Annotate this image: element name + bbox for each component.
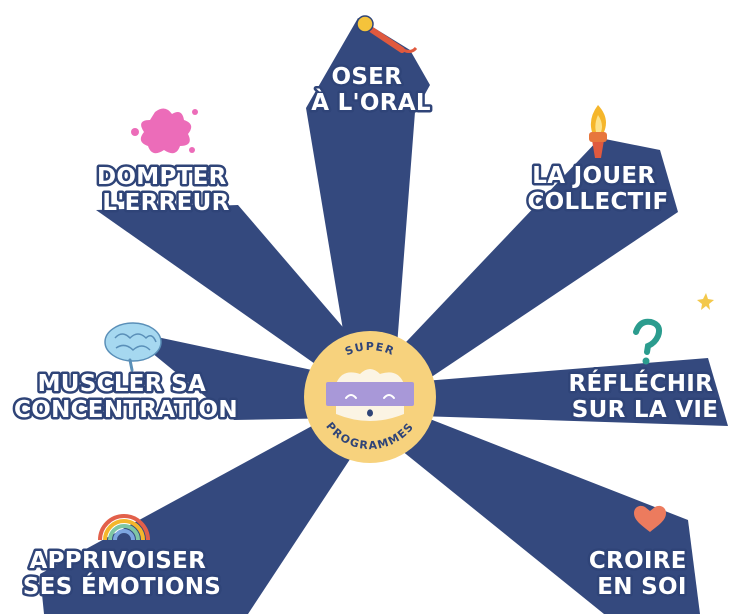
sparkle-star-icon [697, 293, 714, 310]
rainbow-icon [98, 514, 150, 541]
ray-emotions[interactable] [40, 408, 360, 614]
label-concentration: MUSCLER SA CONCENTRATION [14, 371, 238, 423]
ray-concentration[interactable] [124, 330, 345, 420]
torch-icon [589, 105, 607, 158]
hub-top-text: SUPER [343, 340, 397, 358]
label-emotions: APPRIVOISER SES ÉMOTIONS [23, 548, 221, 600]
ray-erreur[interactable] [96, 205, 378, 385]
label-erreur: DOMPTER L'ERREUR [97, 164, 235, 216]
label-collectif: LA JOUER COLLECTIF [528, 163, 669, 215]
heart-icon [634, 505, 666, 532]
brain-icon [104, 322, 162, 372]
ray-oral[interactable] [306, 18, 430, 372]
rays [40, 18, 728, 614]
ray-soi[interactable] [396, 412, 700, 614]
label-reflechir: RÉFLÉCHIR SUR LA VIE [569, 369, 722, 423]
question-mark-icon [633, 318, 663, 365]
paint-splash-icon [131, 108, 198, 154]
microphone-icon [356, 15, 418, 53]
label-soi: CROIRE EN SOI [589, 548, 695, 600]
hub: SUPER PROGRAMMES [304, 331, 436, 463]
ray-reflechir[interactable] [412, 358, 728, 426]
labels: OSER À L'ORAL LA JOUER COLLECTIF RÉFLÉCH… [12, 62, 722, 603]
hub-mask [326, 382, 414, 406]
label-oral: OSER À L'ORAL [311, 64, 431, 116]
ray-collectif[interactable] [368, 138, 678, 390]
